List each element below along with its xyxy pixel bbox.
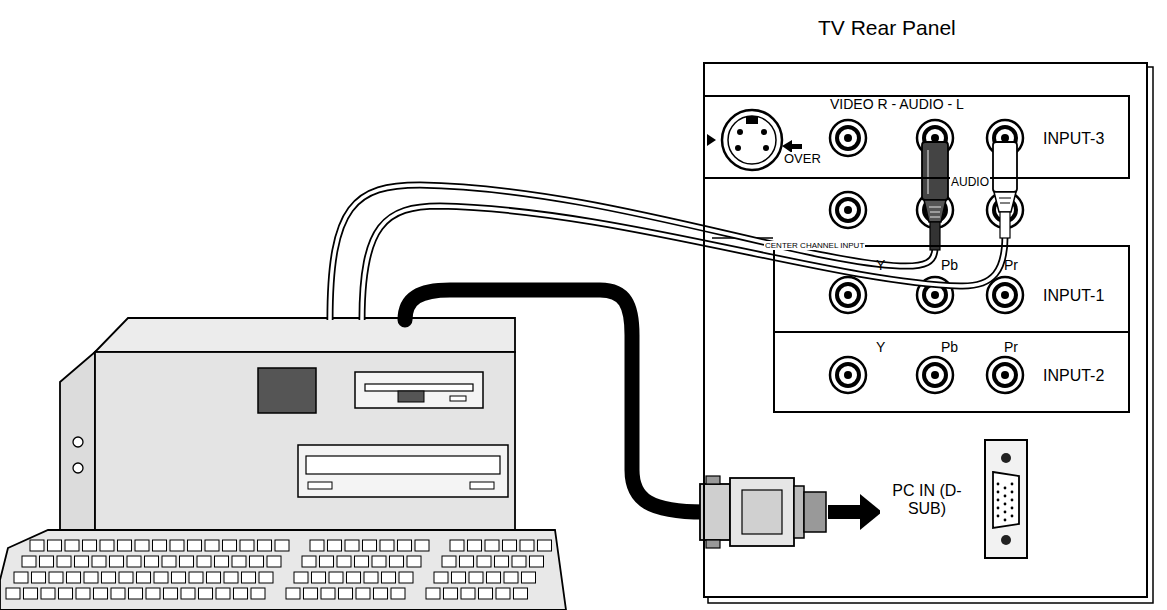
jack-label: Pr	[1004, 340, 1018, 355]
jack-label: OVER	[783, 152, 822, 167]
cd-drive	[298, 445, 508, 497]
cables	[330, 185, 1005, 512]
input-panel: Y Pb PrINPUT-1	[773, 245, 1130, 333]
rca-jack	[987, 277, 1023, 313]
jack-label: INPUT-3	[1043, 130, 1104, 148]
port-label: PC IN (D-SUB)	[880, 482, 974, 519]
input-panel: VIDEO R - AUDIO - L INPUT-3	[703, 95, 1130, 179]
jack-label: Y	[876, 340, 885, 355]
rca-jack	[987, 357, 1023, 393]
jack-label: AUDIO	[950, 176, 990, 190]
rca-plug-red	[922, 142, 948, 250]
rca-jacks	[830, 120, 1023, 393]
floppy-drive	[355, 372, 483, 408]
rca-jack	[830, 357, 866, 393]
d-sub-plug	[700, 476, 826, 548]
front-badge	[258, 368, 316, 413]
vga-cable	[405, 290, 704, 512]
jack-label: CENTER CHANNEL INPUT	[764, 241, 865, 250]
jack-label: INPUT-2	[1043, 367, 1104, 385]
jack-label: Pr	[1004, 258, 1018, 273]
panel-title: TV Rear Panel	[818, 16, 956, 39]
keyboard	[0, 530, 566, 610]
jack-label: Pb	[941, 258, 958, 273]
rca-jack	[917, 357, 953, 393]
rca-jack	[830, 192, 866, 228]
jack-label: INPUT-1	[1043, 287, 1104, 305]
rca-plug-white	[993, 142, 1017, 238]
jack-label: Pb	[941, 340, 958, 355]
computer-illustration	[0, 318, 566, 610]
input-panel: Y Pb PrINPUT-2	[773, 331, 1130, 413]
audio-cable-left	[362, 206, 1005, 320]
d-sub-socket	[985, 440, 1027, 558]
panel-ground	[703, 62, 1148, 598]
rca-jack	[830, 120, 866, 156]
jack-label: Y	[876, 258, 885, 273]
rca-jack	[830, 277, 866, 313]
insert-arrow	[828, 494, 882, 530]
jack-label: VIDEO R - AUDIO - L	[830, 97, 964, 112]
